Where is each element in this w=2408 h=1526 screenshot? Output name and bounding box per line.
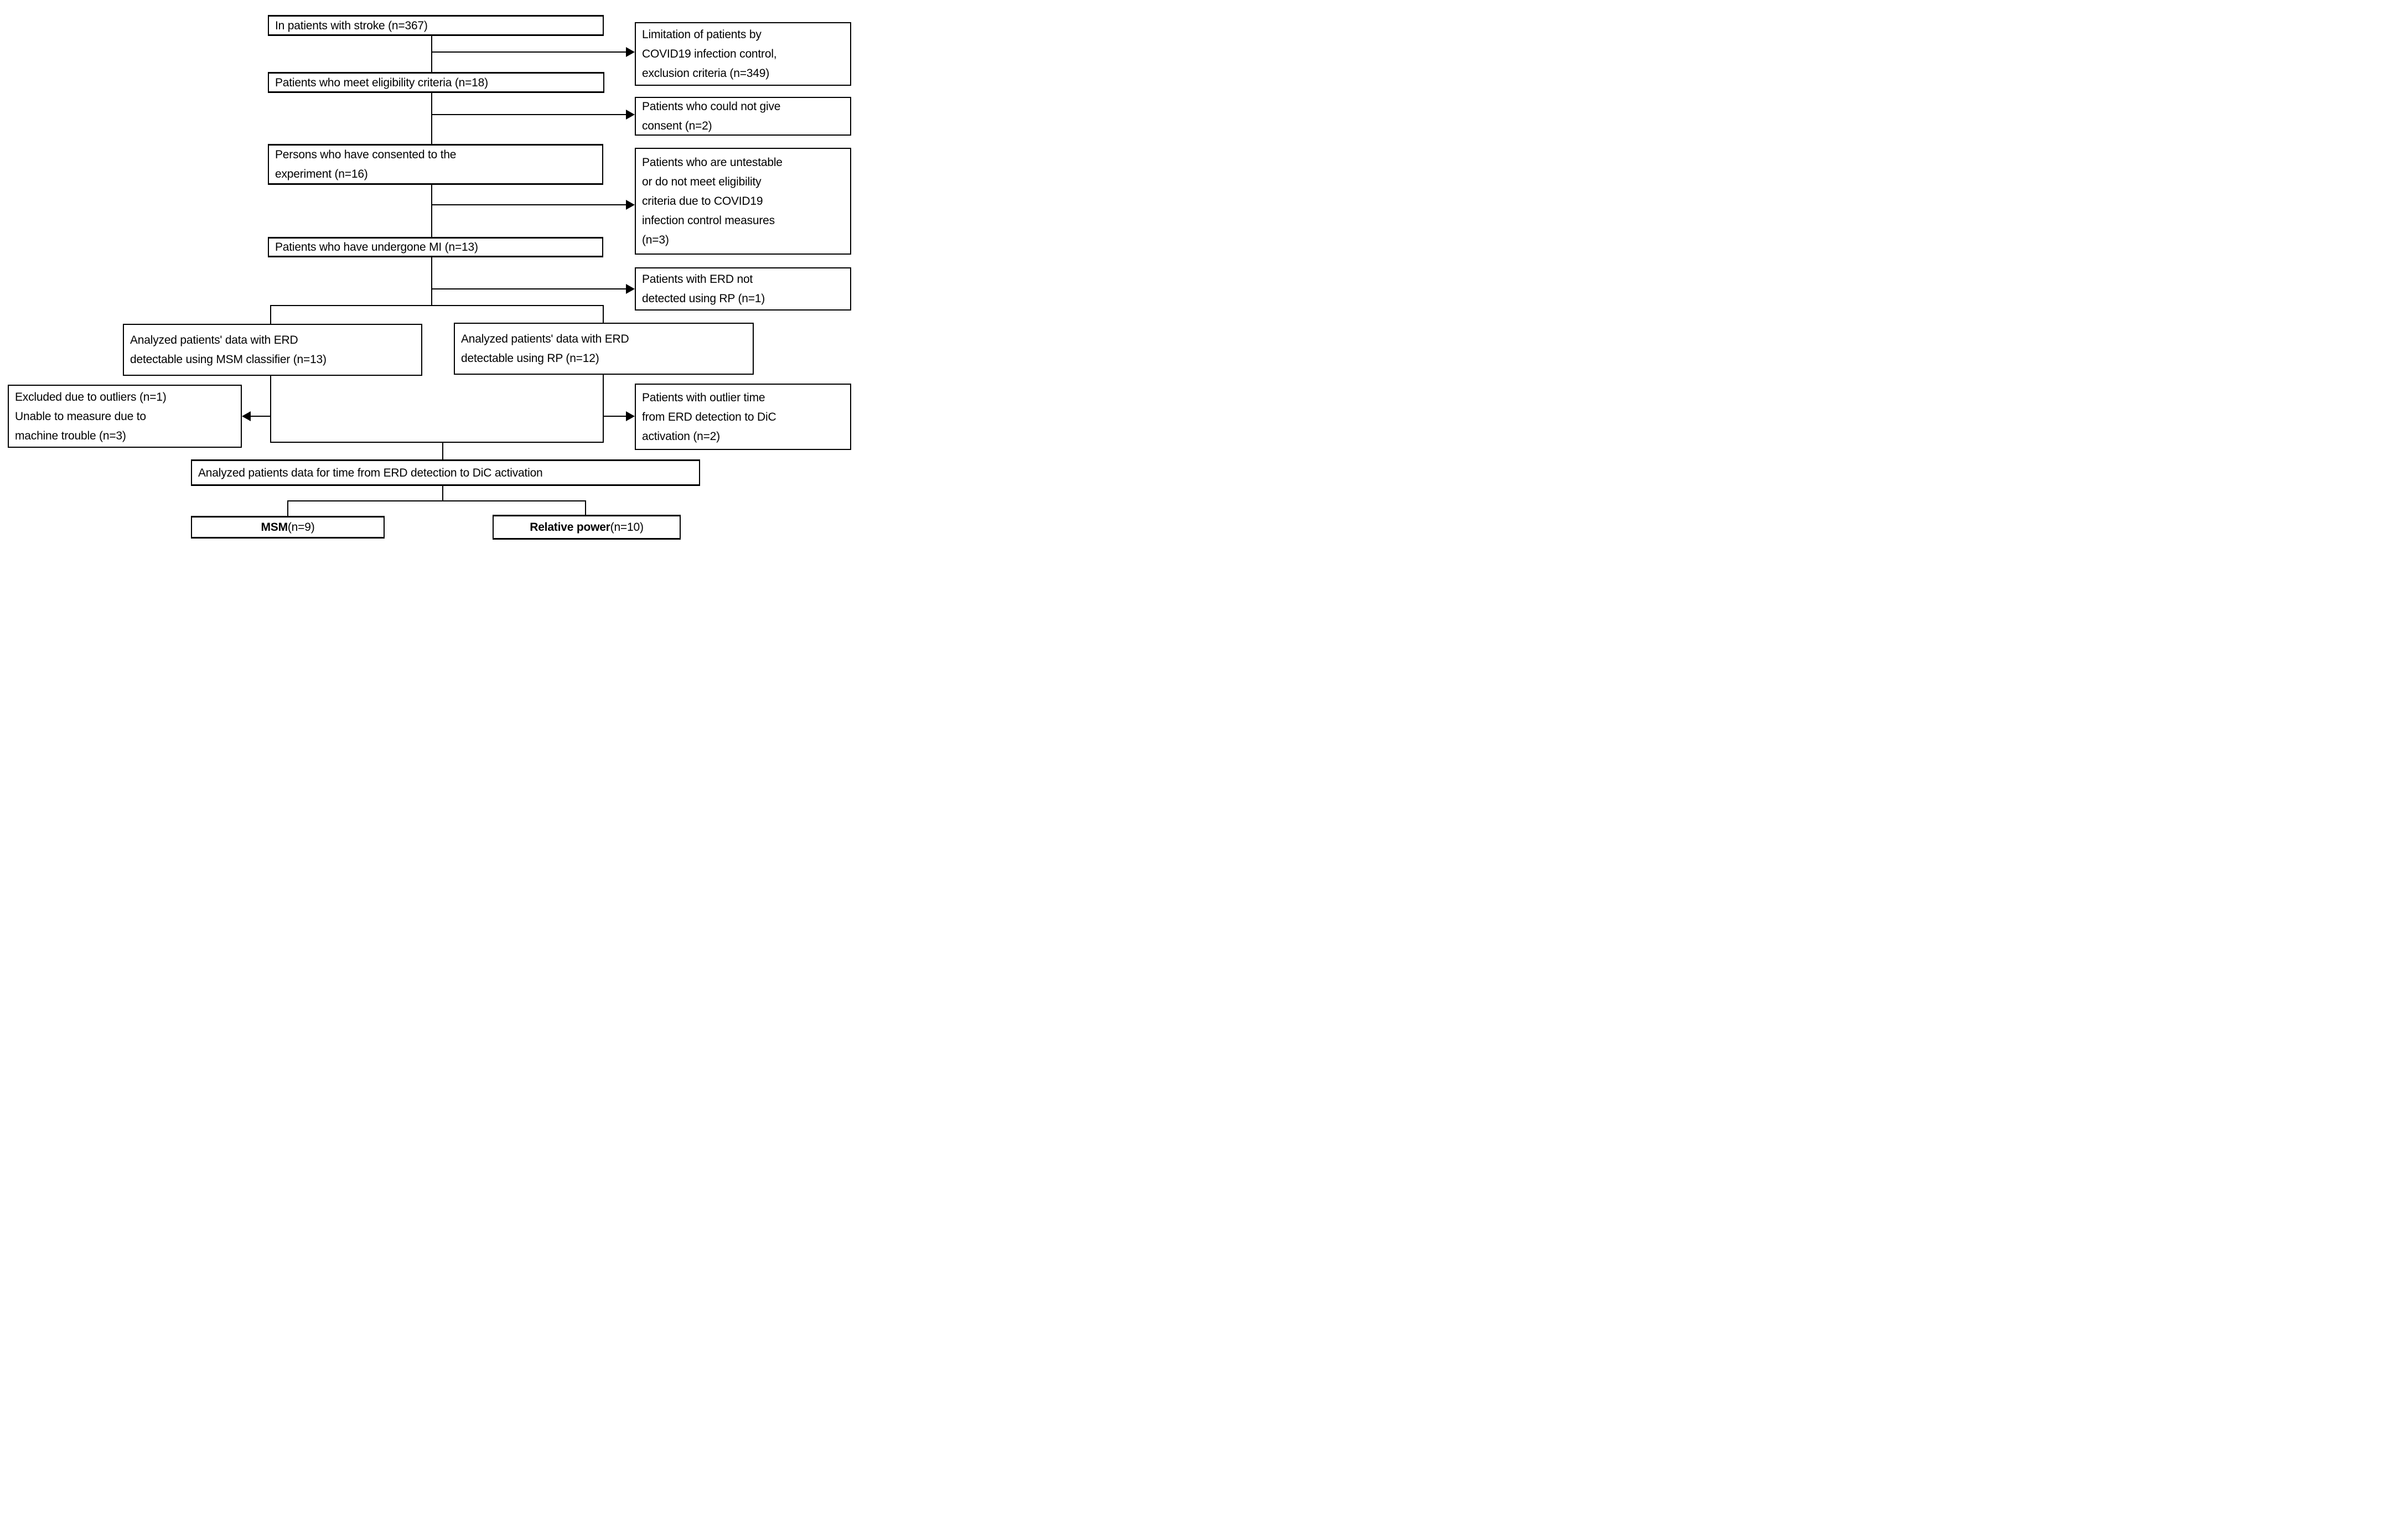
flow-box-rp-detectable: Analyzed patients' data with ERD detecta… xyxy=(454,323,754,375)
flow-box-undergone-mi-label: Patients who have undergone MI (n=13) xyxy=(275,241,478,254)
exclusion-box-limitation: Limitation of patients by COVID19 infect… xyxy=(635,22,851,86)
exclusion-box-outliers-machine: Excluded due to outliers (n=1) Unable to… xyxy=(8,385,242,448)
connector-to-limitation xyxy=(431,51,627,53)
connector-to-erd-not-detected xyxy=(431,288,627,289)
flow-box-stroke-patients-label: In patients with stroke (n=367) xyxy=(275,19,428,32)
exclusion-box-erd-not-detected-label: Patients with ERD not detected using RP … xyxy=(642,273,765,305)
flow-box-rp-detectable-label: Analyzed patients' data with ERD detecta… xyxy=(461,333,629,365)
exclusion-box-outliers-machine-label: Excluded due to outliers (n=1) Unable to… xyxy=(15,390,167,442)
flow-box-consented: Persons who have consented to the experi… xyxy=(268,144,603,185)
flow-box-consented-label: Persons who have consented to the experi… xyxy=(275,148,457,180)
connector-to-excluded xyxy=(251,416,271,417)
connector-spine-2 xyxy=(431,93,432,144)
flow-box-relative-power-final-label: Relative power xyxy=(530,521,610,534)
flow-box-msm-final: MSM (n=9) xyxy=(191,516,385,539)
flow-box-msm-final-count: (n=9) xyxy=(287,521,315,534)
connector-to-outlier-time xyxy=(603,416,627,417)
connector-final-right-drop xyxy=(585,500,586,515)
connector-to-untestable xyxy=(431,204,627,205)
connector-spine-1 xyxy=(431,36,432,72)
connector-split-horizontal xyxy=(270,305,604,306)
flow-box-stroke-patients: In patients with stroke (n=367) xyxy=(268,15,604,36)
arrow-right-icon xyxy=(626,411,635,421)
arrow-right-icon xyxy=(626,110,635,120)
connector-final-horizontal xyxy=(287,500,586,501)
connector-rp-down xyxy=(603,375,604,443)
flow-box-eligibility-label: Patients who meet eligibility criteria (… xyxy=(275,76,488,89)
connector-final-spine xyxy=(442,486,443,501)
arrow-right-icon xyxy=(626,200,635,210)
flow-diagram: In patients with stroke (n=367) Patients… xyxy=(0,0,855,542)
connector-spine-4 xyxy=(431,257,432,306)
exclusion-box-outlier-time-label: Patients with outlier time from ERD dete… xyxy=(642,391,776,443)
connector-merge-drop xyxy=(442,442,443,459)
exclusion-box-erd-not-detected: Patients with ERD not detected using RP … xyxy=(635,267,851,311)
flow-box-analyzed-time: Analyzed patients data for time from ERD… xyxy=(191,459,700,486)
flow-box-msm-final-label: MSM xyxy=(261,521,288,534)
exclusion-box-outlier-time: Patients with outlier time from ERD dete… xyxy=(635,384,851,450)
flow-box-eligibility: Patients who meet eligibility criteria (… xyxy=(268,72,604,93)
arrow-right-icon xyxy=(626,47,635,57)
exclusion-box-no-consent-label: Patients who could not give consent (n=2… xyxy=(642,100,781,132)
arrow-right-icon xyxy=(626,284,635,294)
connector-split-right-drop xyxy=(603,305,604,323)
exclusion-box-no-consent: Patients who could not give consent (n=2… xyxy=(635,97,851,136)
exclusion-box-limitation-label: Limitation of patients by COVID19 infect… xyxy=(642,28,777,80)
flow-box-msm-classifier-label: Analyzed patients' data with ERD detecta… xyxy=(130,334,327,366)
exclusion-box-untestable-label: Patients who are untestable or do not me… xyxy=(642,156,783,246)
connector-to-no-consent xyxy=(431,114,627,115)
connector-msm-down xyxy=(270,376,271,443)
flow-box-msm-classifier: Analyzed patients' data with ERD detecta… xyxy=(123,324,422,376)
connector-split-left-drop xyxy=(270,305,271,324)
connector-final-left-drop xyxy=(287,500,288,516)
arrow-left-icon xyxy=(242,411,251,421)
connector-merge-horizontal xyxy=(270,442,604,443)
connector-spine-3 xyxy=(431,185,432,237)
exclusion-box-untestable: Patients who are untestable or do not me… xyxy=(635,148,851,255)
flow-box-undergone-mi: Patients who have undergone MI (n=13) xyxy=(268,237,603,257)
flow-box-relative-power-final-count: (n=10) xyxy=(610,521,644,534)
flow-box-relative-power-final: Relative power (n=10) xyxy=(493,515,681,540)
flow-box-analyzed-time-label: Analyzed patients data for time from ERD… xyxy=(198,466,543,479)
